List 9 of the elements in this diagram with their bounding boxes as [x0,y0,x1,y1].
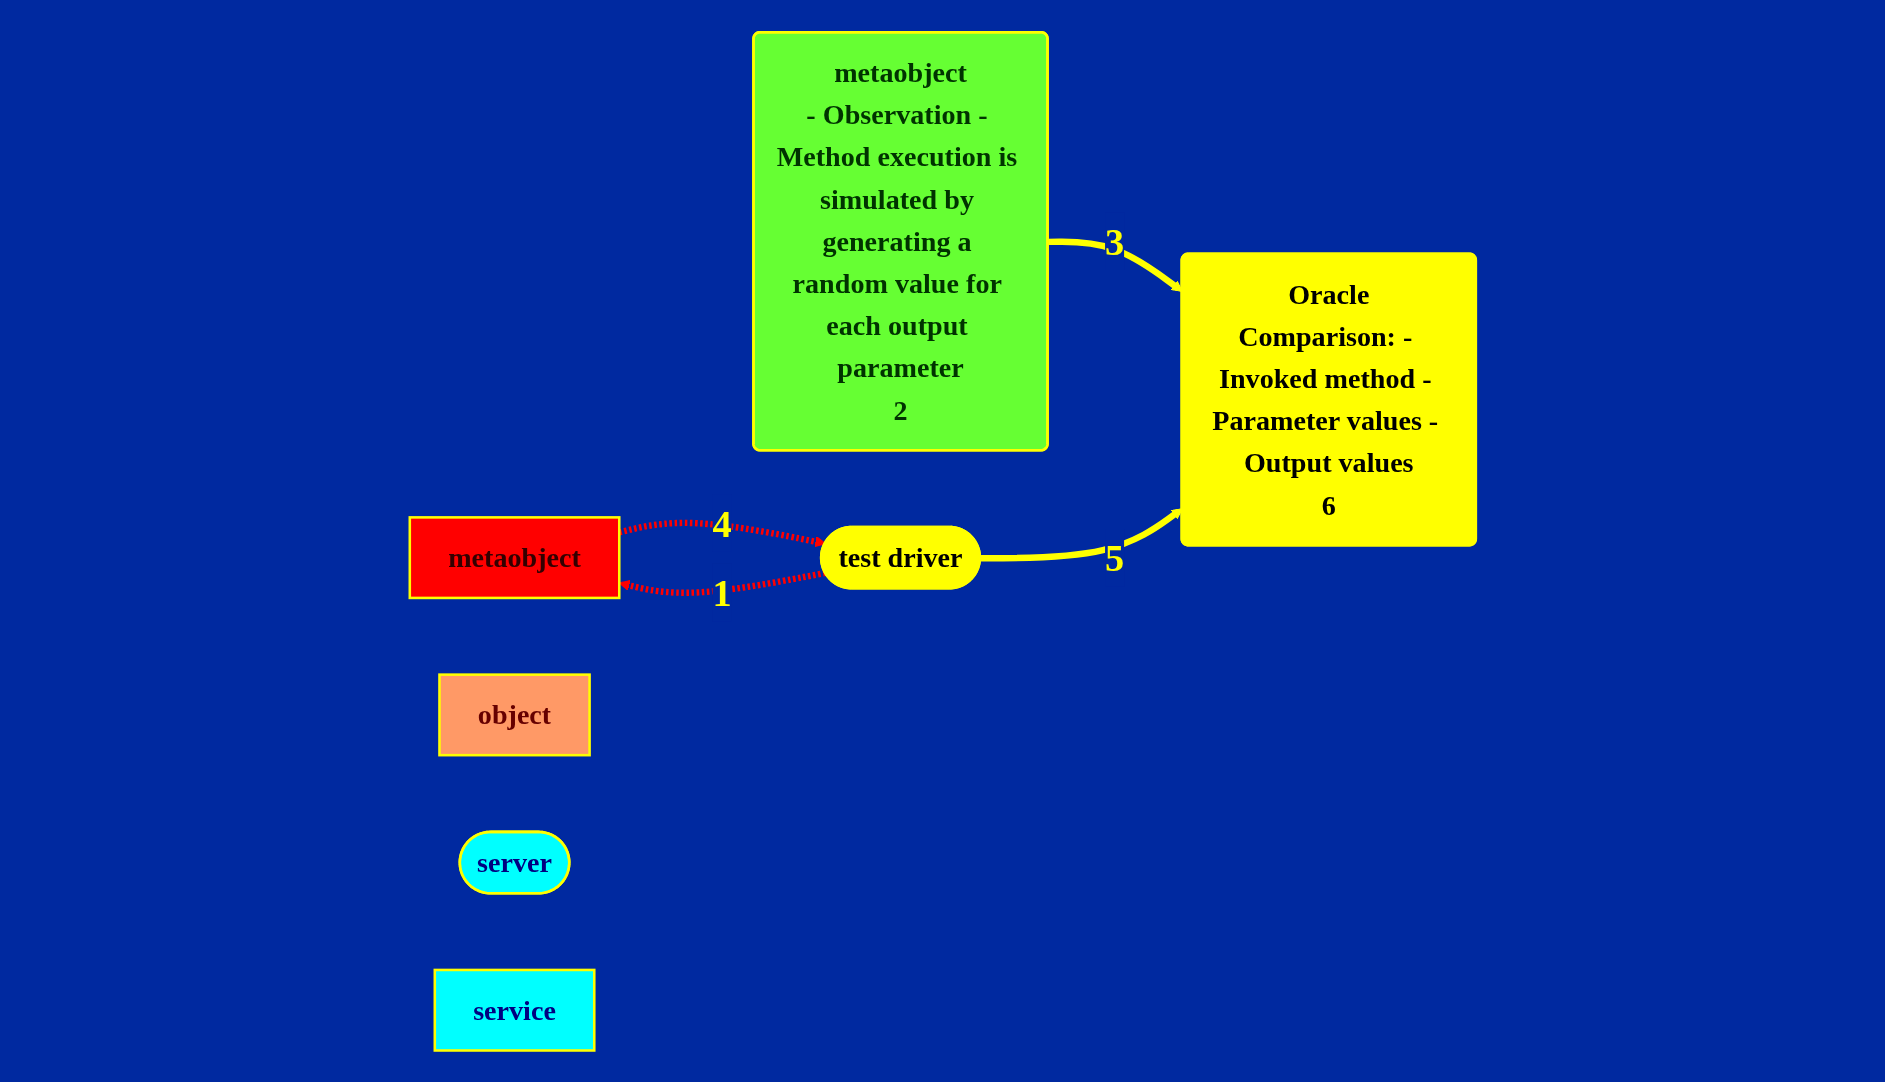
edge-label: 1 [712,571,732,614]
edge-label: 4 [712,501,732,544]
node-box: object [437,673,591,757]
arrow [618,569,826,596]
edge-label: 3 [1104,219,1124,262]
node-box: service [433,968,596,1052]
arrow [618,519,826,547]
node-box: metaobject [408,515,621,599]
edge-label: 5 [1104,536,1124,579]
